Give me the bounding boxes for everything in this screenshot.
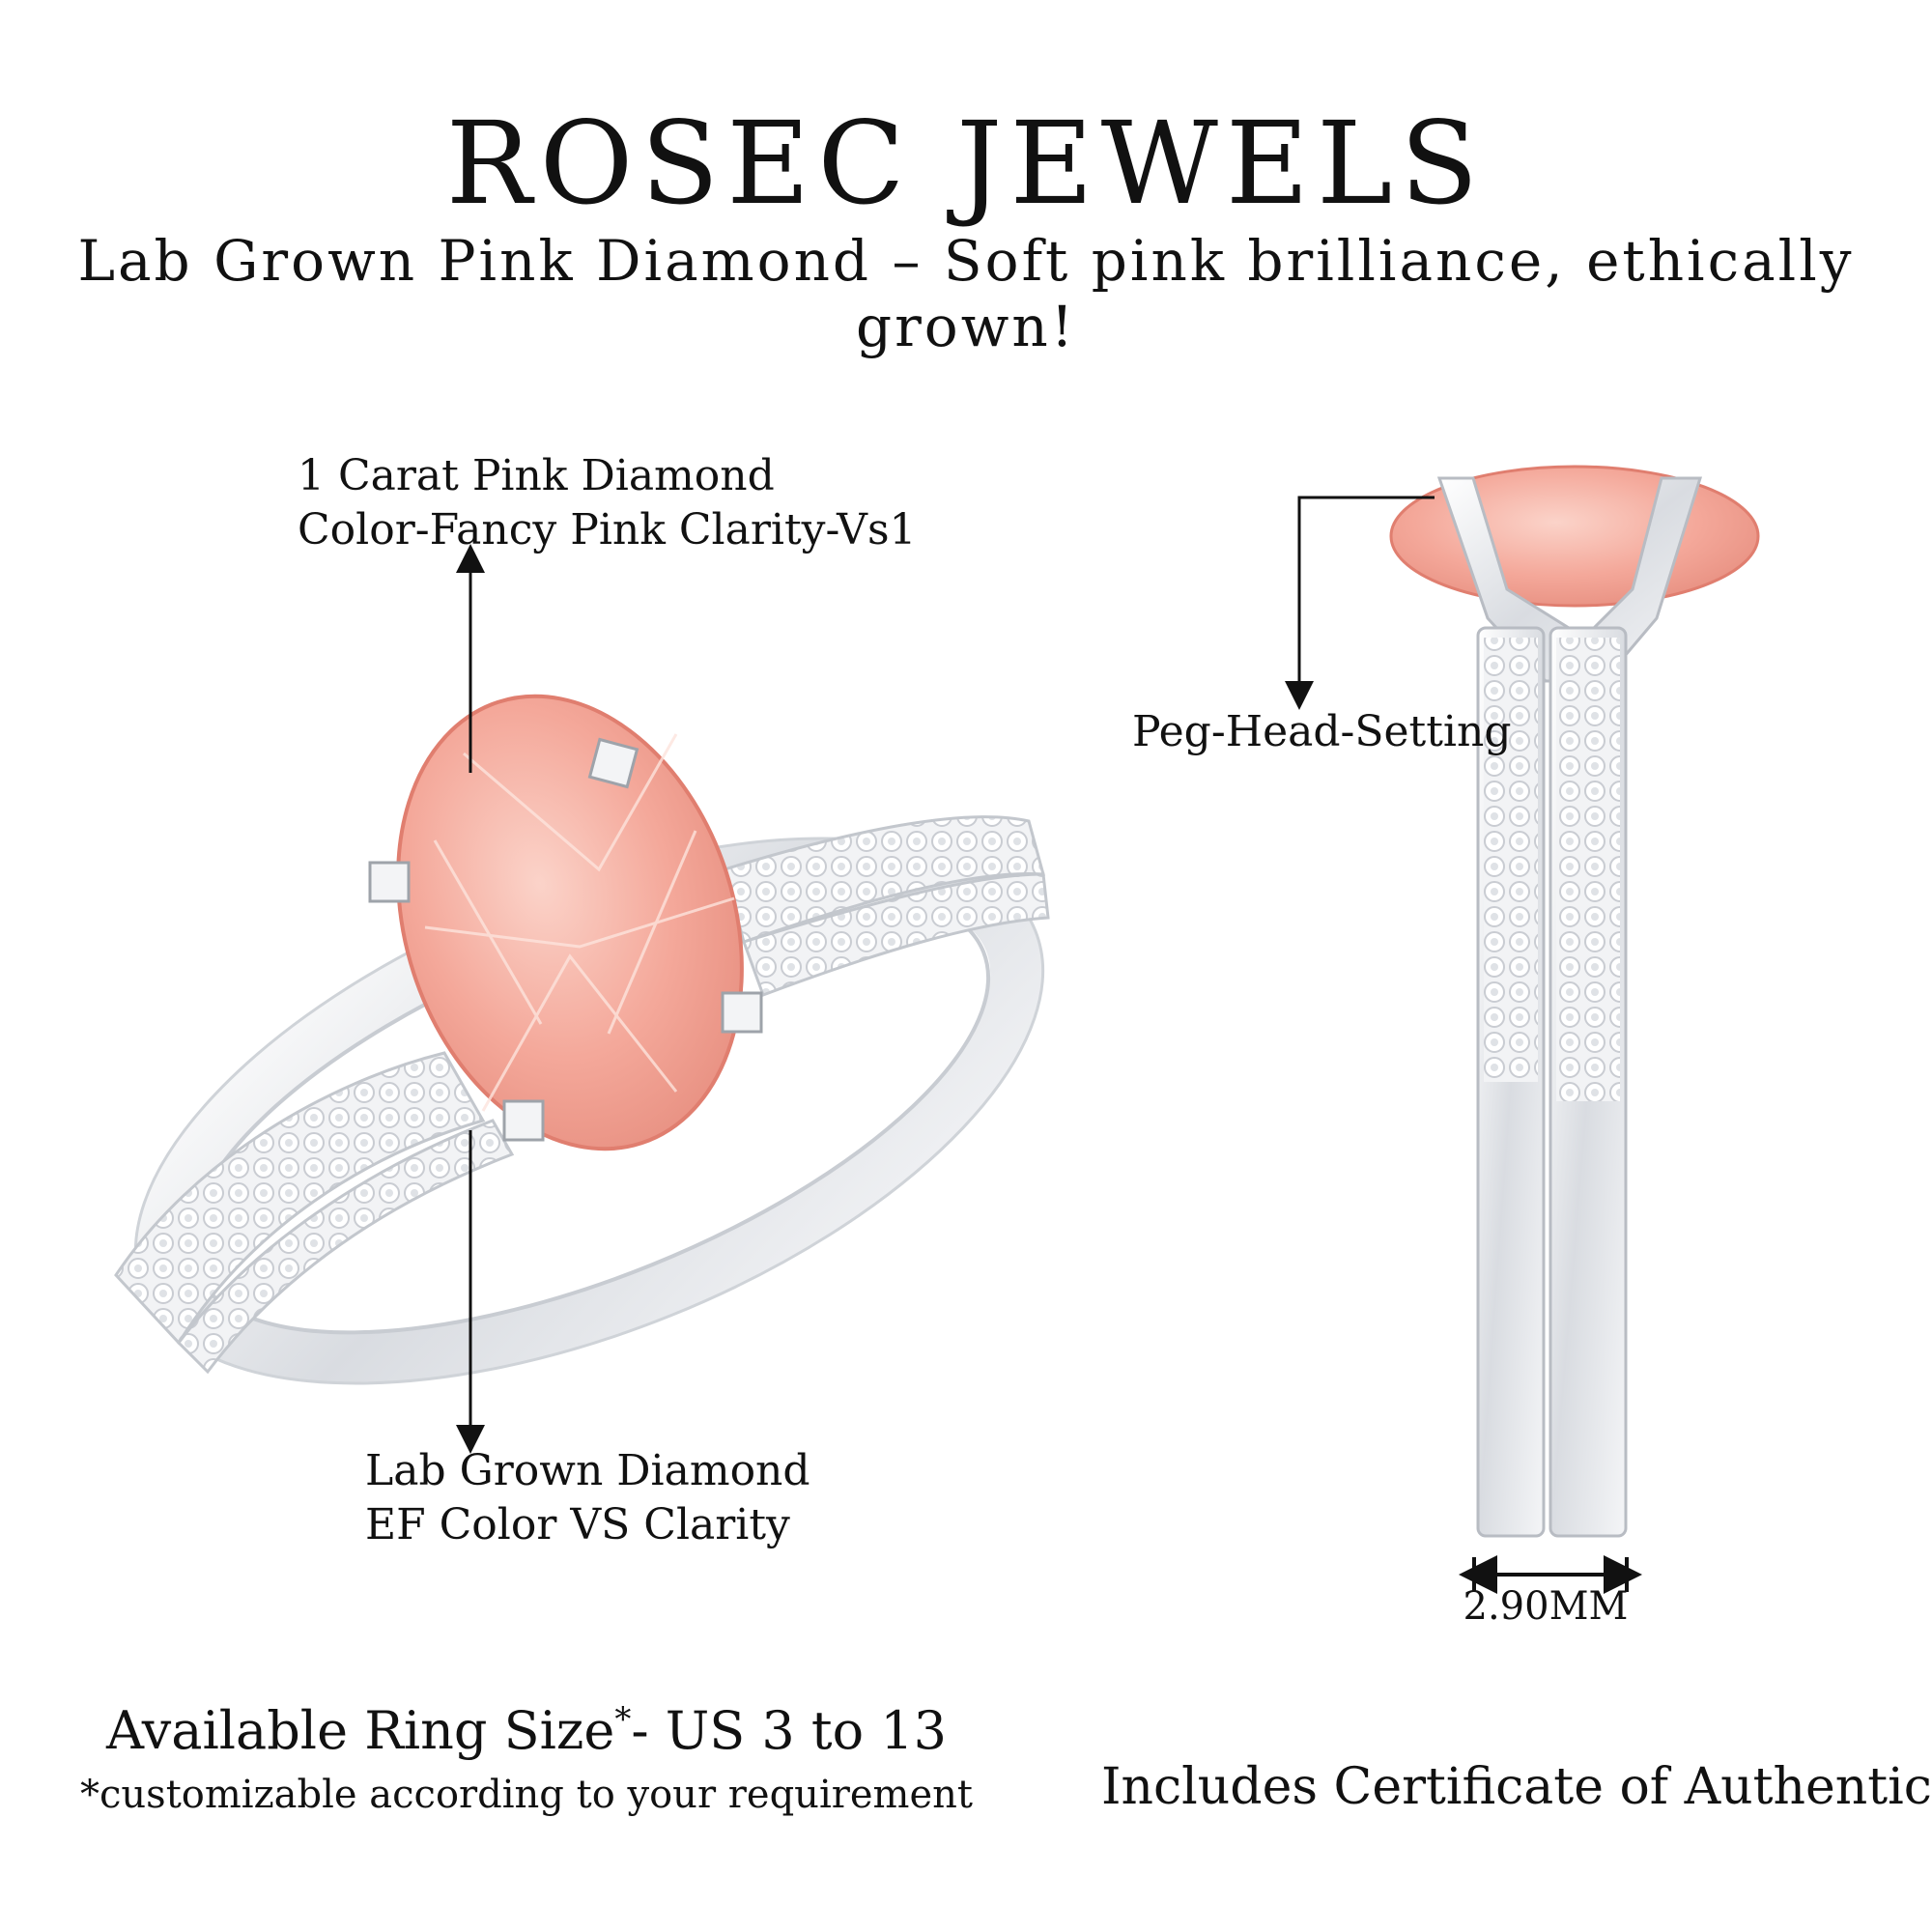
customize-note: *customizable according to your requirem… <box>80 1773 973 1817</box>
ring-size-asterisk: * <box>614 1700 632 1739</box>
tagline: Lab Grown Pink Diamond – Soft pink brill… <box>77 228 1855 359</box>
pave-strip-left <box>1484 638 1538 1082</box>
prong-bottom <box>502 1099 545 1142</box>
prong-top <box>587 737 639 789</box>
center-stone-title: 1 Carat Pink Diamond <box>298 451 775 500</box>
pave-band-lower-2 <box>177 1119 515 1375</box>
prong-left <box>368 861 411 903</box>
ring-size-prefix: Available Ring Size <box>105 1700 615 1761</box>
setting-label: Peg-Head-Setting <box>1132 707 1512 756</box>
left-ring <box>114 694 1050 1385</box>
ring-size-availability: Available Ring Size*- US 3 to 13 <box>0 1700 1053 1761</box>
band-width-label: 2.90MM <box>1463 1584 1629 1629</box>
prong-right <box>721 991 763 1034</box>
pave-strip-right <box>1556 638 1620 1101</box>
center-stone-label: 1 Carat Pink Diamond Color-Fancy Pink Cl… <box>298 449 917 557</box>
center-stone-spec: Color-Fancy Pink Clarity-Vs1 <box>298 505 917 554</box>
ring-size-range: - US 3 to 13 <box>631 1700 948 1761</box>
brand-title: ROSEC JEWELS <box>445 97 1487 230</box>
certificate-note: Includes Certificate of Authenticity <box>1101 1758 1932 1816</box>
pave-band-upper-2 <box>742 872 1050 997</box>
side-stones-label: Lab Grown Diamond EF Color VS Clarity <box>365 1444 810 1552</box>
side-stones-title: Lab Grown Diamond <box>365 1446 810 1495</box>
right-ring-side-view <box>1389 465 1760 1538</box>
stone-facets <box>424 733 735 1112</box>
side-stones-spec: EF Color VS Clarity <box>365 1500 790 1549</box>
setting-callout-line <box>1285 496 1435 710</box>
pave-band-upper <box>723 815 1046 944</box>
pave-band-lower <box>114 1051 486 1346</box>
center-pink-diamond <box>396 694 744 1151</box>
